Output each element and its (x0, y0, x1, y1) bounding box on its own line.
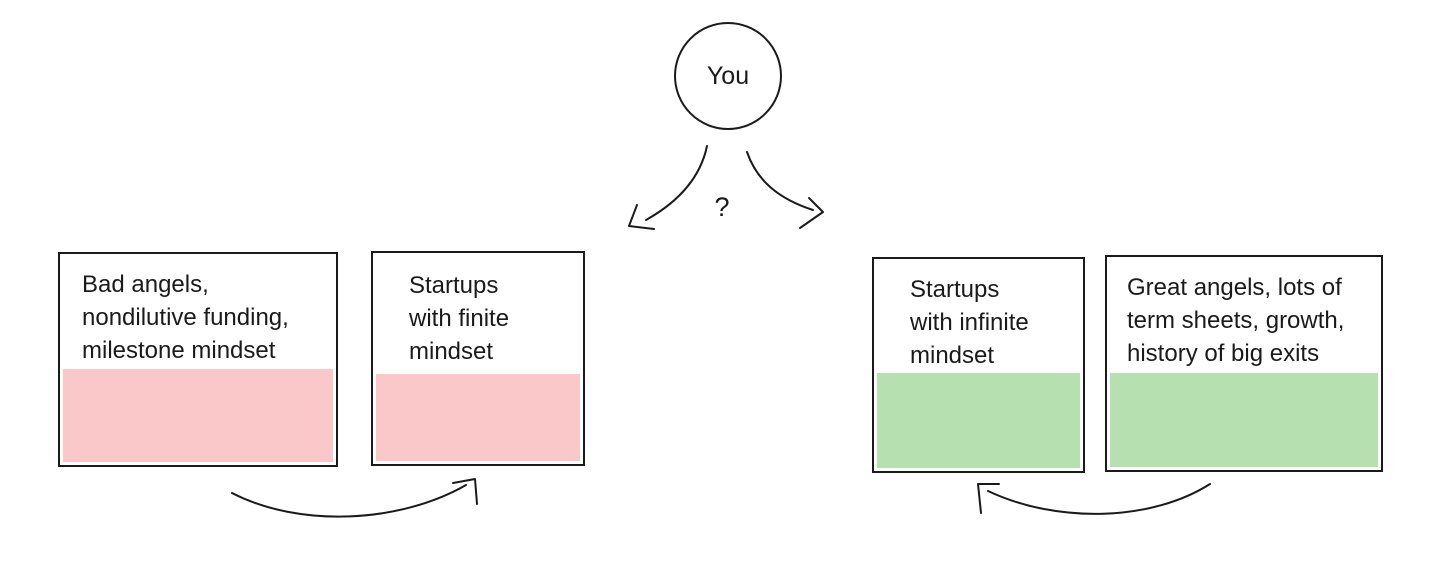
you-node: You (674, 22, 782, 130)
branch-arrow-right-curve (746, 151, 814, 211)
box-label-line: nondilutive funding, (82, 304, 289, 331)
box-label-line: history of big exits (1127, 340, 1320, 367)
loop-arrow-left-head (452, 478, 478, 505)
box-infinite-startups: Startups with infinite mindset (872, 257, 1085, 473)
box-label-line: with infinite (910, 309, 1029, 336)
loop-arrow-right-head (977, 483, 1000, 514)
box-infinite-startups-fill (877, 373, 1080, 468)
branch-arrow-left-curve (645, 145, 708, 221)
box-label-line: term sheets, growth, (1127, 307, 1345, 334)
box-finite-startups-label: Startups with finite mindset (409, 269, 509, 368)
box-label-line: milestone mindset (82, 337, 276, 364)
loop-arrow-left (231, 478, 478, 518)
box-label-line: mindset (910, 342, 995, 369)
box-finite-startups: Startups with finite mindset (371, 251, 585, 466)
box-great-angels: Great angels, lots of term sheets, growt… (1105, 255, 1383, 472)
box-finite-startups-fill (376, 374, 580, 461)
box-bad-angels: Bad angels, nondilutive funding, milesto… (58, 252, 338, 467)
branch-arrow-left (628, 145, 708, 230)
branch-arrow-left-head (628, 204, 655, 230)
box-infinite-startups-label: Startups with infinite mindset (910, 273, 1029, 372)
branch-arrow-right-head (799, 197, 824, 229)
box-bad-angels-fill (63, 369, 333, 462)
loop-arrow-right (977, 483, 1211, 515)
box-bad-angels-label: Bad angels, nondilutive funding, milesto… (82, 268, 289, 367)
box-great-angels-fill (1110, 373, 1378, 467)
box-label-line: Bad angels, (82, 271, 209, 298)
box-label-line: with finite (409, 305, 510, 332)
box-label-line: mindset (409, 338, 494, 365)
loop-arrow-left-curve (231, 484, 467, 518)
you-node-label: You (706, 61, 750, 90)
question-mark-label: ? (714, 192, 730, 222)
box-label-line: Startups (910, 276, 1000, 303)
box-label-line: Great angels, lots of (1127, 274, 1342, 301)
loop-arrow-right-curve (987, 483, 1211, 515)
box-label-line: Startups (409, 272, 499, 299)
box-great-angels-label: Great angels, lots of term sheets, growt… (1127, 271, 1344, 370)
branch-arrow-right (746, 151, 824, 229)
